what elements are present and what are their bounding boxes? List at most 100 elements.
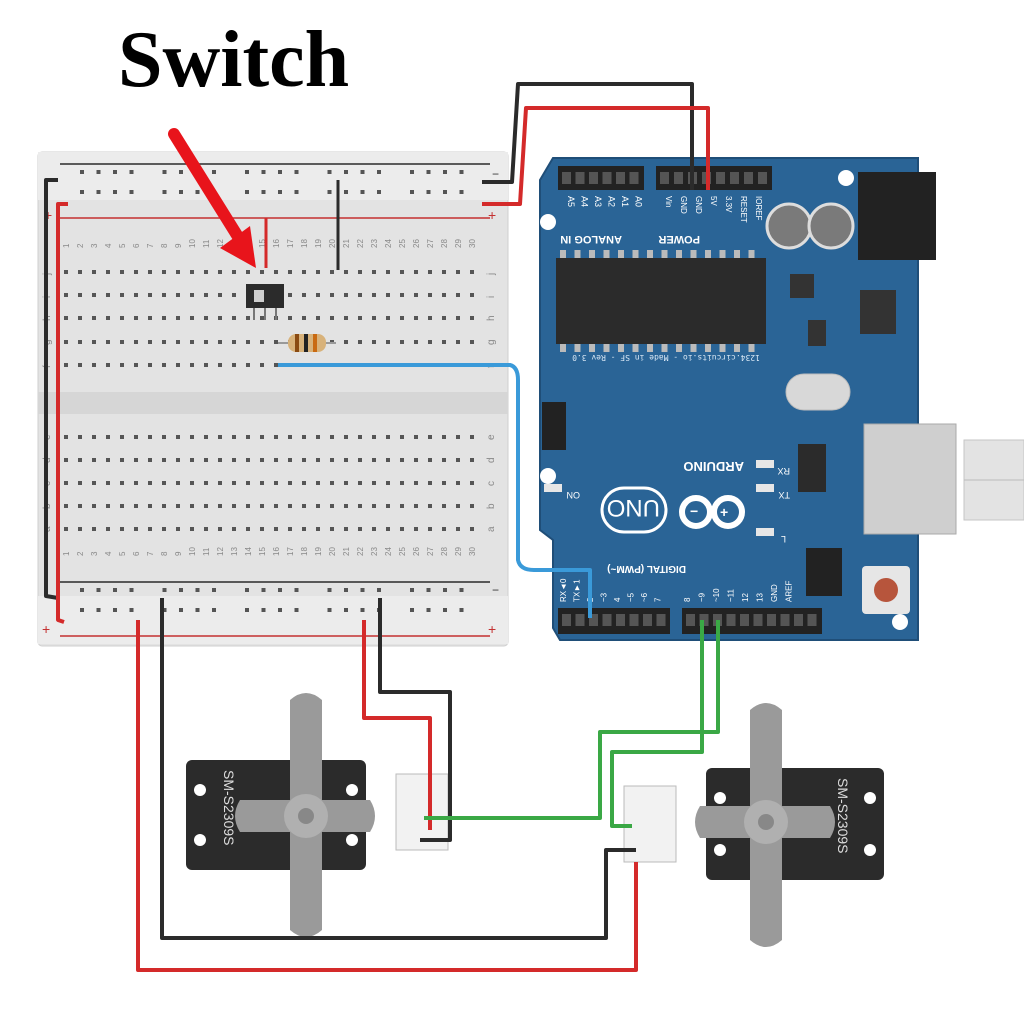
servo-right: SM-S2309S	[623, 703, 884, 947]
analog-in-label: ANALOG IN	[560, 233, 622, 245]
hole	[330, 316, 334, 320]
hole	[92, 435, 96, 439]
hole	[302, 504, 306, 508]
chip-pin	[661, 344, 668, 352]
hole	[148, 458, 152, 462]
hole	[246, 363, 250, 367]
rail-hole	[377, 190, 381, 194]
hole	[288, 435, 292, 439]
hole	[442, 270, 446, 274]
chip-pin	[705, 344, 711, 352]
hole	[232, 293, 236, 297]
header-pin	[629, 614, 639, 626]
hole	[386, 340, 390, 344]
column-number: 21	[342, 239, 351, 248]
rail-hole	[327, 190, 332, 194]
rail-hole	[443, 170, 447, 174]
hole	[428, 340, 432, 344]
hole	[92, 293, 96, 297]
hole	[274, 270, 278, 274]
hole	[302, 481, 306, 485]
rail-hole	[245, 608, 249, 612]
hole	[260, 458, 264, 462]
rail-hole	[360, 170, 365, 174]
hole	[358, 458, 362, 462]
hole	[246, 481, 250, 485]
hole	[218, 316, 222, 320]
capacitor	[765, 202, 813, 250]
hole	[64, 363, 68, 367]
brand-label: ARDUINO	[683, 459, 744, 474]
hole	[330, 270, 334, 274]
hole	[176, 435, 180, 439]
digital-pin-label: GND	[770, 584, 779, 602]
hole	[106, 504, 110, 508]
svg-text:+: +	[720, 504, 728, 520]
hole	[92, 458, 96, 462]
svg-text:−: −	[690, 503, 698, 519]
hole	[344, 316, 348, 320]
hole	[204, 481, 208, 485]
hole	[162, 316, 166, 320]
rail-hole	[80, 588, 84, 592]
hole	[400, 340, 404, 344]
column-number: 20	[328, 239, 337, 248]
column-number: 3	[90, 551, 99, 556]
hole	[372, 270, 376, 274]
row-letter: h	[486, 315, 497, 321]
usb-port	[863, 423, 957, 535]
hole	[78, 340, 82, 344]
hole	[386, 458, 390, 462]
servo-left-connector	[395, 773, 449, 851]
rail-hole	[327, 588, 332, 592]
header-pin	[589, 172, 598, 184]
rail-hole	[212, 588, 216, 592]
on-label: ON	[567, 490, 581, 500]
hole	[260, 270, 264, 274]
column-number: 10	[188, 239, 197, 248]
rail-minus-top: −	[492, 167, 499, 181]
hole	[358, 316, 362, 320]
chip-pin	[661, 250, 668, 258]
chip-pin	[632, 344, 639, 352]
hole	[414, 527, 418, 531]
rail-hole	[179, 170, 183, 174]
header-pin	[616, 614, 625, 626]
hole	[232, 481, 236, 485]
column-number: 13	[230, 547, 239, 556]
hole	[148, 340, 152, 344]
chip-pin	[632, 250, 639, 258]
chip-pin	[676, 344, 682, 352]
rail-hole	[195, 190, 200, 194]
hole	[148, 270, 152, 274]
hole	[64, 435, 68, 439]
hole	[330, 481, 334, 485]
digital-pin-label: ~3	[600, 592, 609, 602]
hole	[64, 458, 68, 462]
rail-plus-bottom: +	[488, 621, 496, 637]
rail-hole	[360, 190, 365, 194]
hole	[92, 481, 96, 485]
chip-pin	[589, 250, 595, 258]
column-number: 1	[62, 243, 71, 248]
hole	[134, 270, 138, 274]
column-number: 18	[300, 547, 309, 556]
hole	[302, 270, 306, 274]
header-pin	[562, 614, 571, 626]
hole	[78, 458, 82, 462]
hole	[190, 435, 194, 439]
hole	[246, 435, 250, 439]
hole	[400, 527, 404, 531]
chip-pin	[676, 250, 682, 258]
column-number: 28	[440, 239, 449, 248]
hole	[470, 435, 474, 439]
rail-hole	[459, 170, 464, 174]
hole	[428, 481, 432, 485]
power-pin-label: GND	[694, 196, 703, 214]
hole	[456, 458, 460, 462]
rail-hole	[294, 170, 299, 174]
digital-pin-label: ~9	[698, 592, 707, 602]
hole	[428, 293, 432, 297]
hole	[218, 481, 222, 485]
rail-hole	[443, 608, 447, 612]
